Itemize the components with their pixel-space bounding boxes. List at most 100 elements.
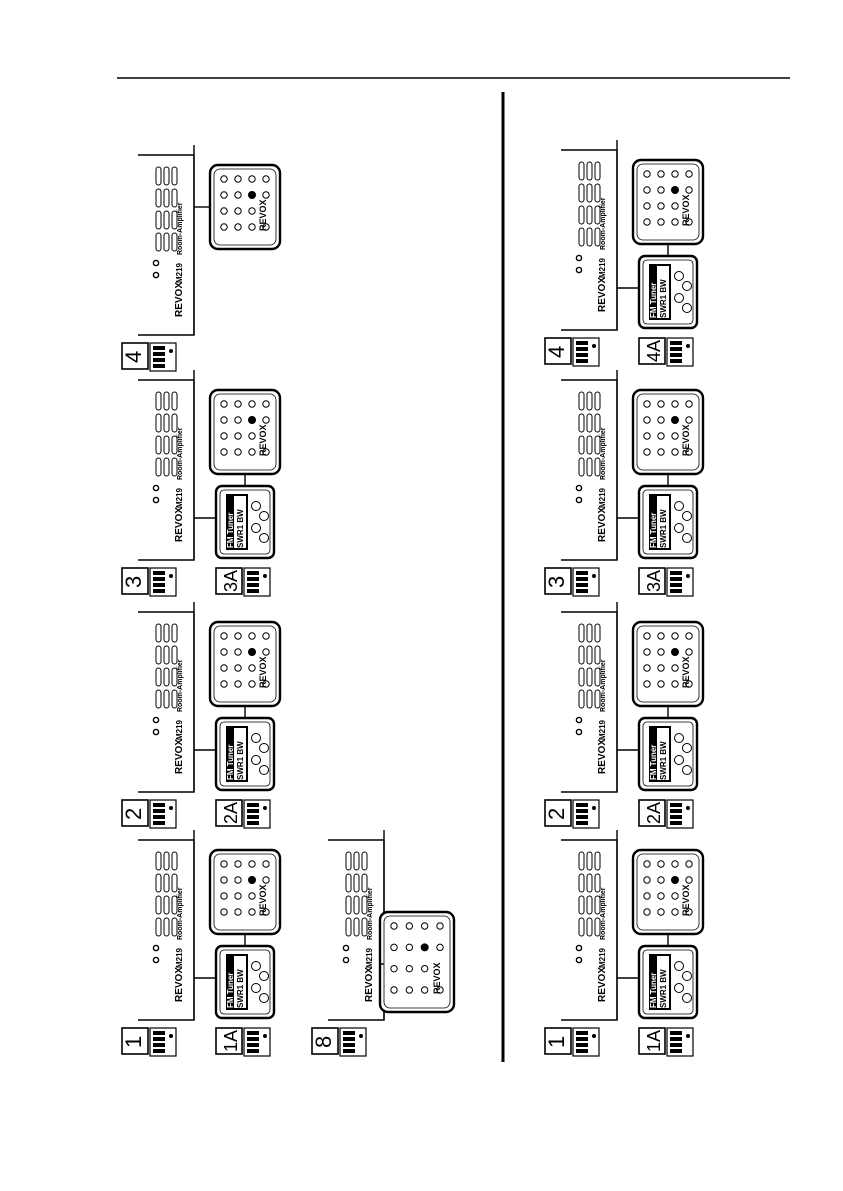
keypad-button — [671, 632, 679, 640]
amplifier-vent — [361, 895, 368, 915]
tuner-dip-switch-switch — [247, 589, 259, 593]
amplifier-vent — [163, 166, 170, 186]
amplifier-vent — [594, 667, 601, 687]
tuner-display-window — [234, 728, 246, 780]
amplifier-vent — [578, 183, 585, 203]
keypad-inner — [636, 853, 700, 931]
keypad-select-button — [671, 648, 679, 656]
keypad-button — [262, 876, 270, 884]
dip-switch-dot — [359, 1034, 363, 1038]
amplifier-vent — [171, 210, 178, 230]
dip-switch-dot — [592, 806, 596, 810]
amplifier-vent — [163, 391, 170, 411]
amplifier-model: M219 — [175, 487, 184, 508]
amplifier-led — [152, 484, 160, 492]
tuner-dip-switch-switch — [670, 589, 682, 593]
tuner-id-box — [638, 1027, 666, 1055]
keypad-button — [685, 400, 693, 408]
tuner-id-label: 3A — [221, 570, 241, 592]
dip-switch-switch — [153, 583, 165, 587]
tuner-button — [251, 523, 261, 533]
keypad-button — [220, 664, 228, 672]
id-box-label: 3 — [544, 576, 569, 588]
amplifier-vent — [163, 895, 170, 915]
tuner-id-box — [215, 799, 243, 827]
tuner-dip-switch-switch — [247, 815, 259, 819]
keypad-button — [248, 860, 256, 868]
tuner-dip-switch-switch — [670, 577, 682, 581]
amplifier-brand: REVOX — [597, 277, 608, 312]
amplifier-brand: REVOX — [174, 967, 185, 1002]
keypad-frame — [631, 848, 705, 936]
id-box-label: 8 — [311, 1036, 336, 1048]
tuner-id-label: 3A — [644, 570, 664, 592]
amplifier-product: Room-Amplifier — [177, 202, 184, 255]
dip-switch-switch — [576, 1037, 588, 1041]
tuner-button — [674, 523, 684, 533]
amplifier-vent — [578, 457, 585, 477]
keypad-button — [671, 664, 679, 672]
tuner-button — [682, 303, 692, 313]
amplifier-vent — [578, 851, 585, 871]
amplifier-vent — [155, 917, 162, 937]
dip-switch-switch — [153, 821, 165, 825]
tuner-button — [251, 983, 261, 993]
keypad-brand: REVOX — [258, 424, 268, 456]
keypad-button — [220, 207, 228, 215]
amplifier-vent — [163, 645, 170, 665]
id-box — [544, 567, 572, 595]
amplifier-product: Room-Amplifier — [177, 887, 184, 940]
amplifier-vent — [586, 205, 593, 225]
amplifier-vent — [155, 623, 162, 643]
keypad-button — [234, 892, 242, 900]
tuner-id-box — [215, 567, 243, 595]
id-box — [544, 337, 572, 365]
amplifier-vent — [353, 917, 360, 937]
tuner-dip-switch-switch — [670, 821, 682, 825]
amplifier-brand: REVOX — [174, 282, 185, 317]
dip-switch-switch — [576, 821, 588, 825]
keypad-button — [248, 664, 256, 672]
id-box — [121, 1027, 149, 1055]
amplifier-vent — [155, 210, 162, 230]
keypad-brand: REVOX — [681, 424, 691, 456]
amplifier-vent — [171, 917, 178, 937]
tuner-dip-switch-switch — [247, 1049, 259, 1053]
tuner-dip-switch-dot — [686, 574, 690, 578]
keypad-button — [685, 448, 693, 456]
amplifier-vent — [155, 689, 162, 709]
amplifier-vent — [163, 667, 170, 687]
tuner-button — [682, 993, 692, 1003]
tuner-id-box — [215, 1027, 243, 1055]
keypad-button — [234, 664, 242, 672]
keypad-button — [671, 908, 679, 916]
keypad-button — [685, 186, 693, 194]
keypad-button — [220, 892, 228, 900]
keypad-button — [657, 876, 665, 884]
amplifier-vent — [155, 457, 162, 477]
dip-switch-switch — [153, 1043, 165, 1047]
keypad-button — [671, 448, 679, 456]
dip-switch-switch — [576, 1031, 588, 1035]
amplifier-vent — [163, 623, 170, 643]
keypad-button — [405, 964, 414, 973]
amplifier-vent — [586, 391, 593, 411]
keypad-button — [643, 186, 651, 194]
dip-switch-switch — [153, 346, 165, 350]
dip-switch-switch — [153, 1031, 165, 1035]
tuner-button — [251, 755, 261, 765]
amplifier-vent — [578, 623, 585, 643]
id-box — [544, 799, 572, 827]
dip-switch-switch — [576, 809, 588, 813]
amplifier-led — [575, 716, 583, 724]
keypad-button — [685, 170, 693, 178]
keypad-button — [262, 908, 270, 916]
keypad-button — [234, 207, 242, 215]
amplifier-vent — [163, 917, 170, 937]
keypad-inner — [383, 915, 451, 1009]
tuner-label-line2: SWR1 BW — [659, 279, 668, 318]
amplifier-vent — [163, 689, 170, 709]
